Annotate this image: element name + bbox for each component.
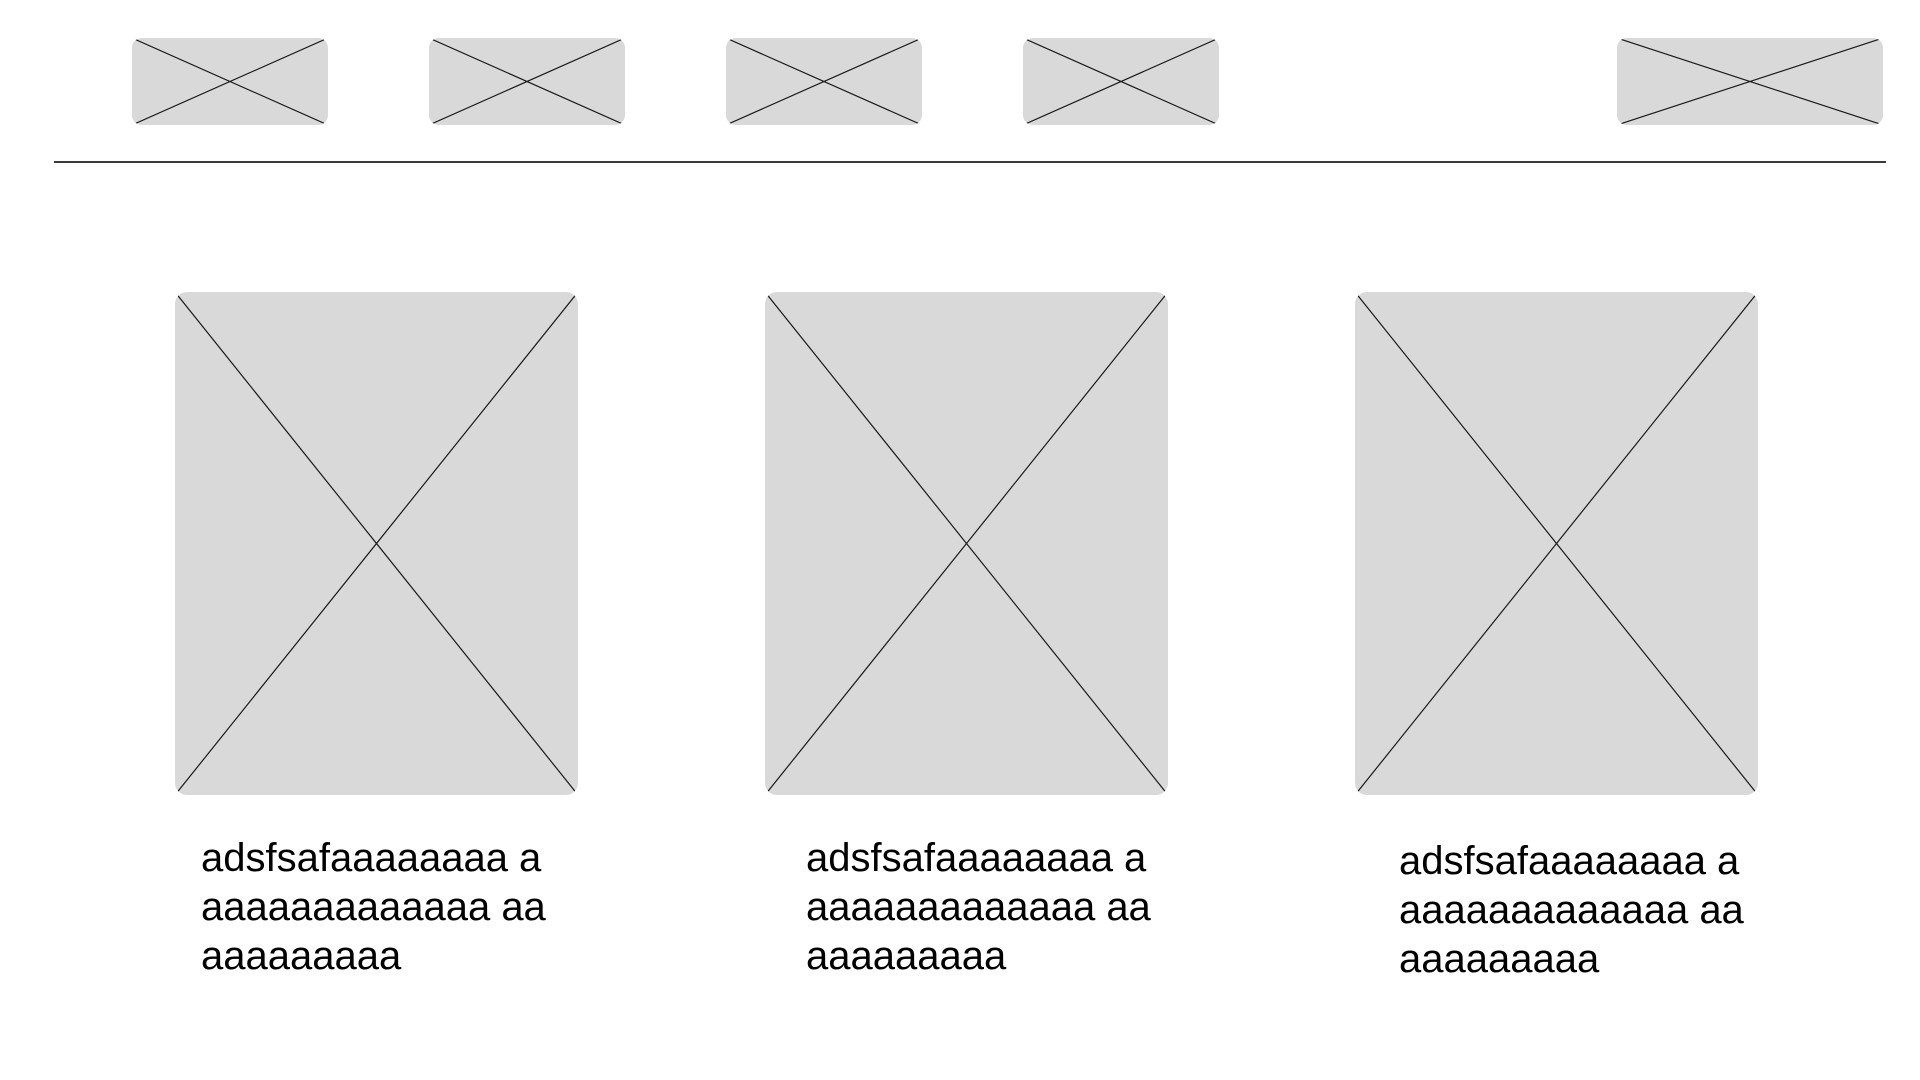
card-3-image[interactable]	[1355, 292, 1758, 795]
nav-item-4[interactable]	[1023, 38, 1219, 125]
card-1-text: adsfsafaaaaaaaa aaaaaaaaaaaaaa aaaaaaaaa…	[201, 836, 546, 978]
nav-item-3[interactable]	[726, 38, 922, 125]
image-placeholder-icon	[1617, 38, 1883, 125]
nav-item-2[interactable]	[429, 38, 625, 125]
card-2-text: adsfsafaaaaaaaa aaaaaaaaaaaaaa aaaaaaaaa…	[806, 836, 1151, 978]
header-divider	[54, 161, 1886, 163]
card-3-text: adsfsafaaaaaaaa aaaaaaaaaaaaaa aaaaaaaaa…	[1399, 839, 1744, 981]
card-1-image[interactable]	[175, 292, 578, 795]
image-placeholder-icon	[1355, 292, 1758, 795]
nav-right-item[interactable]	[1617, 38, 1883, 125]
image-placeholder-icon	[765, 292, 1168, 795]
image-placeholder-icon	[429, 38, 625, 125]
image-placeholder-icon	[1023, 38, 1219, 125]
card-2-image[interactable]	[765, 292, 1168, 795]
nav-item-1[interactable]	[132, 38, 328, 125]
image-placeholder-icon	[175, 292, 578, 795]
image-placeholder-icon	[726, 38, 922, 125]
image-placeholder-icon	[132, 38, 328, 125]
